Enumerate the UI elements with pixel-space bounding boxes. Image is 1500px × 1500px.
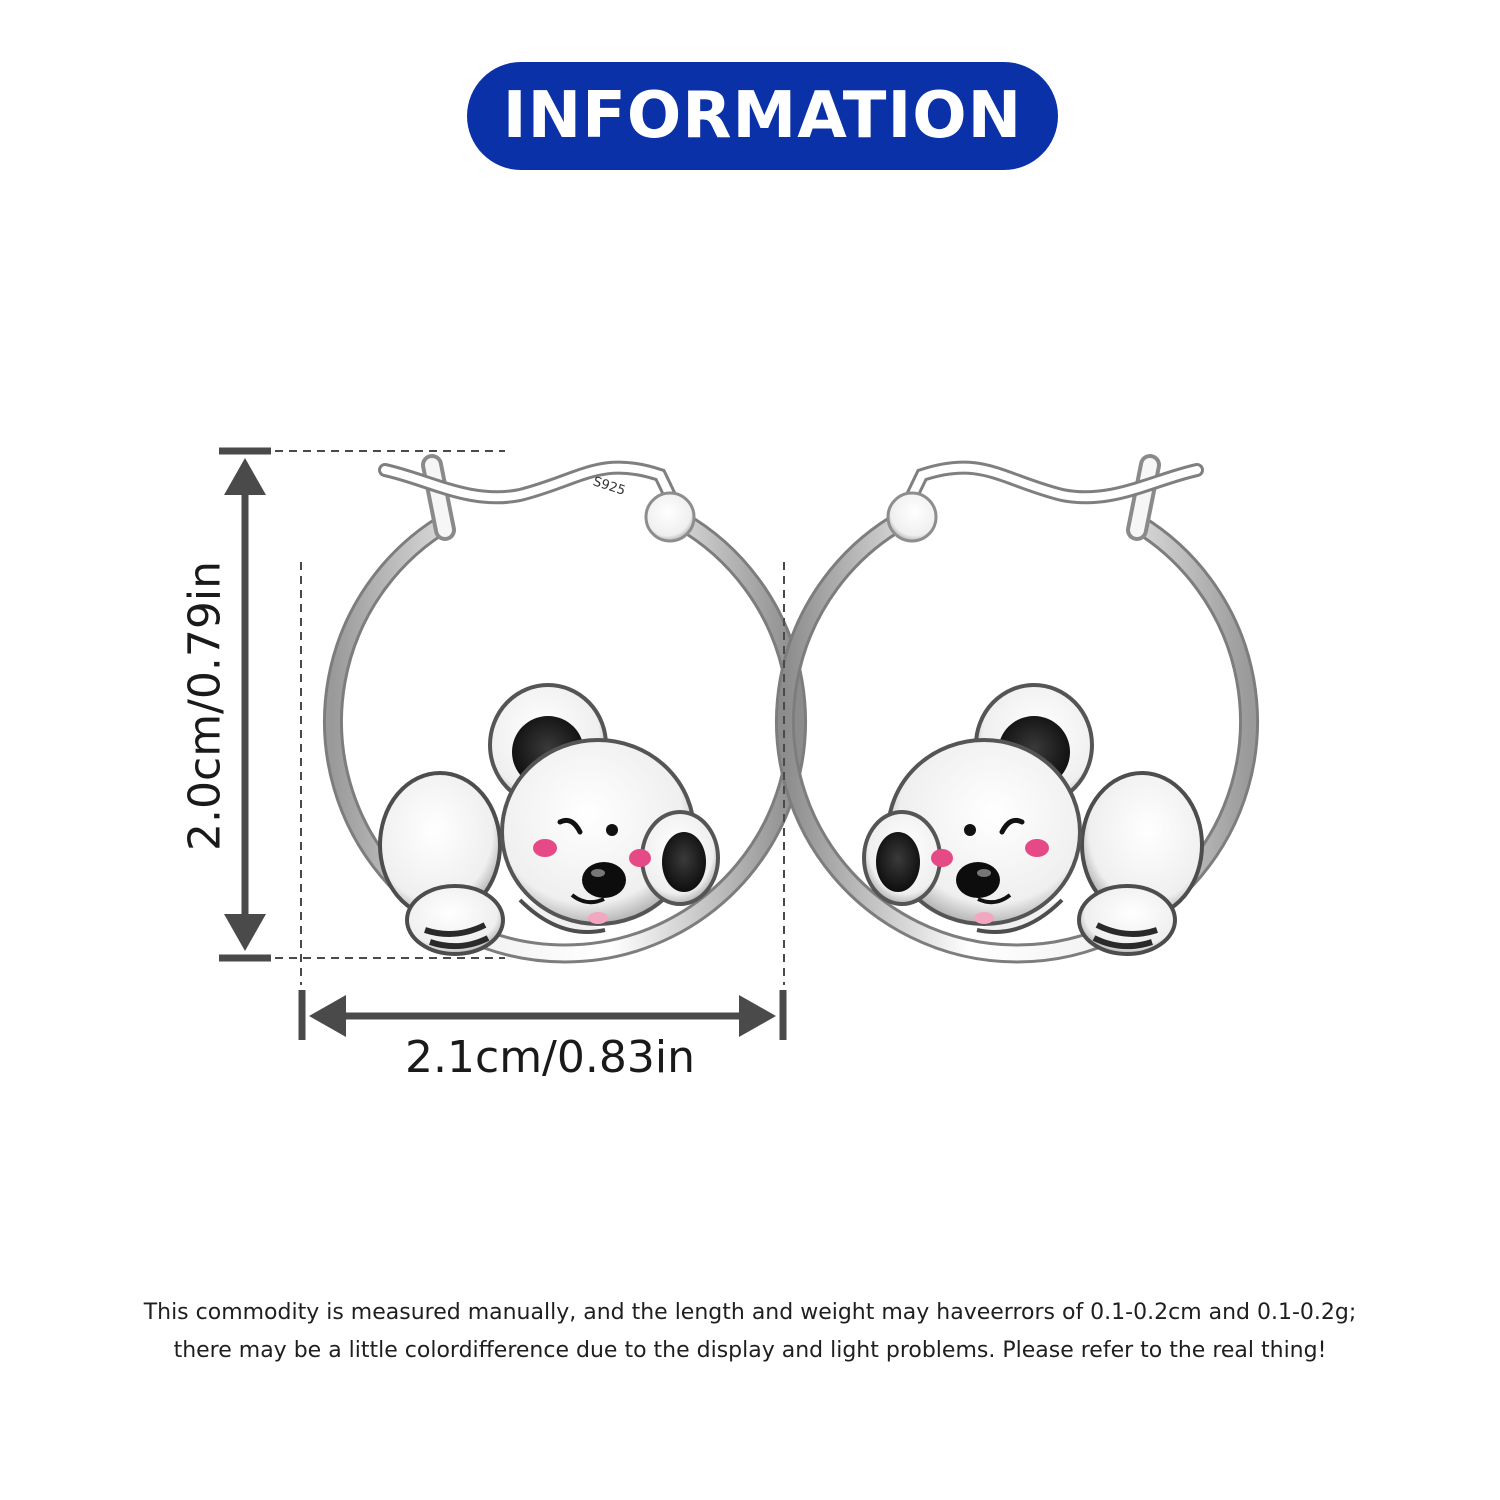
width-label: 2.1cm/0.83in [405,1032,695,1083]
disclaimer-line-2: there may be a little colordifference du… [173,1338,1327,1363]
s925-stamp: S925 [591,474,627,498]
banner-title: INFORMATION [502,79,1023,153]
dimension-guides [275,450,785,985]
information-banner: INFORMATION [467,62,1058,170]
height-value: 2.0cm/0.79in [179,561,231,851]
height-arrow [219,447,271,962]
left-earring-image [333,465,797,954]
right-earring-image [785,465,1249,954]
width-arrow [298,990,787,1040]
disclaimer-note: This commodity is measured manually, and… [60,1294,1440,1370]
disclaimer-line-1: This commodity is measured manually, and… [143,1300,1357,1325]
